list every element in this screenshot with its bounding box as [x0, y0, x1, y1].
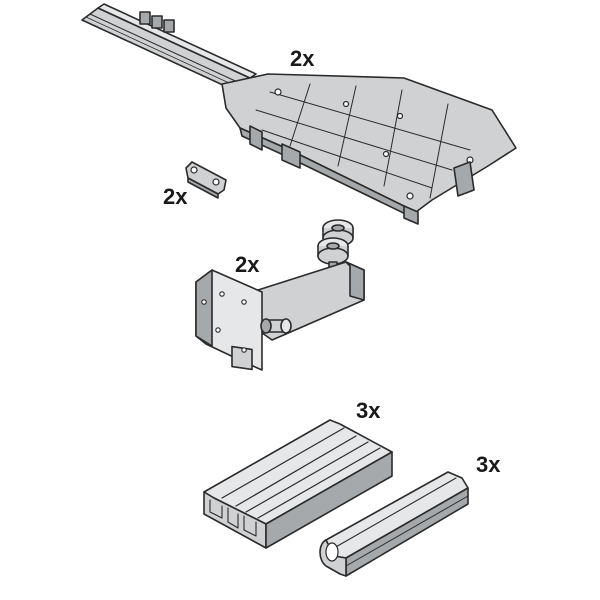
roller-wheel-lower: [317, 237, 349, 265]
bracket-rail-top-face: [97, 3, 257, 79]
adjustment-knob: [260, 318, 292, 334]
bracket-tab: [249, 125, 263, 151]
quantity-label-guide-bracket: 2x: [290, 46, 315, 71]
connector-plate-edge: [187, 177, 219, 199]
carriage-arm-edge: [345, 261, 365, 301]
double-track-side: [265, 451, 393, 549]
bracket-tab: [281, 143, 301, 169]
roller-carriage-part: [195, 219, 365, 371]
quantity-label-double-track: 3x: [356, 398, 381, 423]
connector-plate-part: [185, 161, 227, 199]
single-track-part: [319, 471, 469, 577]
quantity-label-roller-carriage: 2x: [235, 252, 260, 277]
rail-clip: [163, 19, 175, 33]
carriage-mount-edge: [195, 269, 213, 347]
rail-clip: [151, 15, 163, 29]
bracket-tab: [403, 205, 419, 225]
double-track-part: [203, 419, 393, 549]
guide-bracket-part: [81, 3, 517, 225]
bracket-tab: [453, 161, 475, 197]
carriage-slot: [231, 345, 253, 371]
quantity-label-single-track: 3x: [476, 452, 501, 477]
quantity-label-connector-plate: 2x: [163, 184, 188, 209]
rail-clip: [139, 11, 151, 25]
